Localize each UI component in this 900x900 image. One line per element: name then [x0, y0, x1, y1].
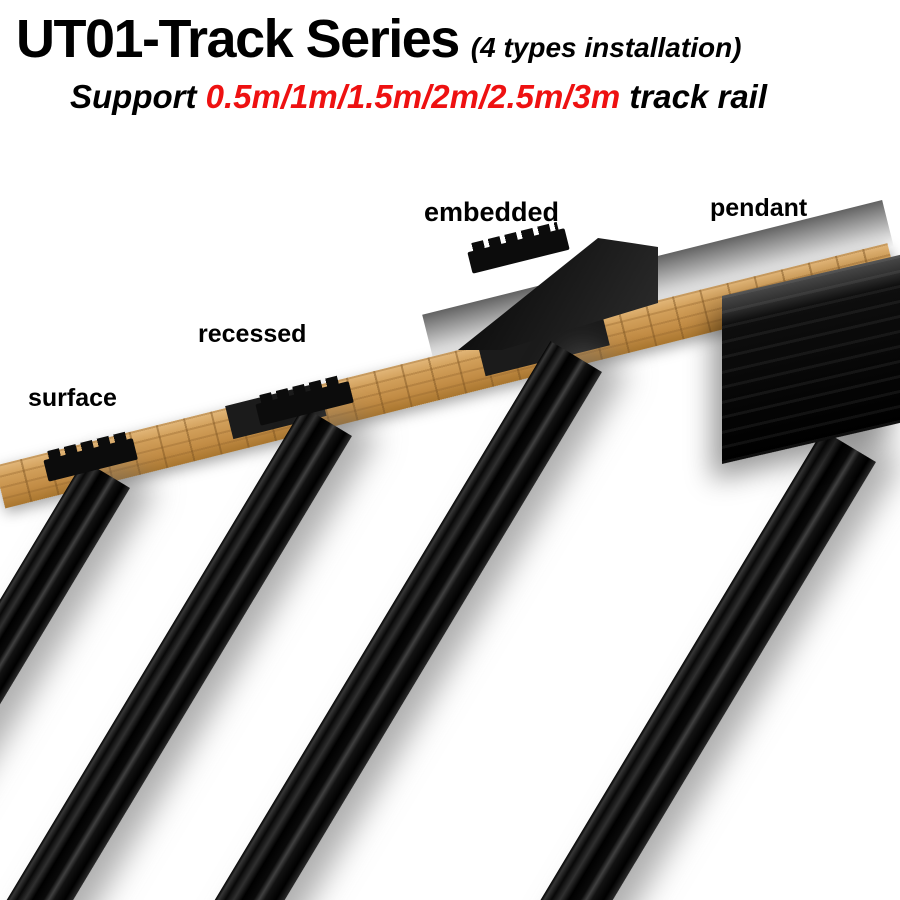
subtitle-prefix: Support — [70, 78, 206, 115]
product-title: UT01-Track Series — [16, 9, 460, 69]
cross-section-teeth — [46, 431, 128, 460]
cross-section-embedded — [467, 221, 570, 274]
label-surface: surface — [28, 384, 117, 412]
header: UT01-Track Series (4 types installation)… — [16, 8, 894, 116]
supported-lengths-subtitle: Support 0.5m/1m/1.5m/2m/2.5m/3m track ra… — [16, 78, 894, 116]
cross-section-body — [467, 221, 570, 274]
title-row: UT01-Track Series (4 types installation) — [16, 8, 894, 70]
label-embedded: embedded — [424, 197, 560, 227]
cross-section-teeth — [258, 374, 344, 404]
label-pendant: pendant — [710, 194, 808, 222]
subtitle-lengths-highlight: 0.5m/1m/1.5m/2m/2.5m/3m — [205, 78, 621, 115]
label-recessed: recessed — [198, 320, 307, 348]
subtitle-suffix: track rail — [620, 78, 768, 115]
installation-count-note: (4 types installation) — [470, 32, 742, 63]
